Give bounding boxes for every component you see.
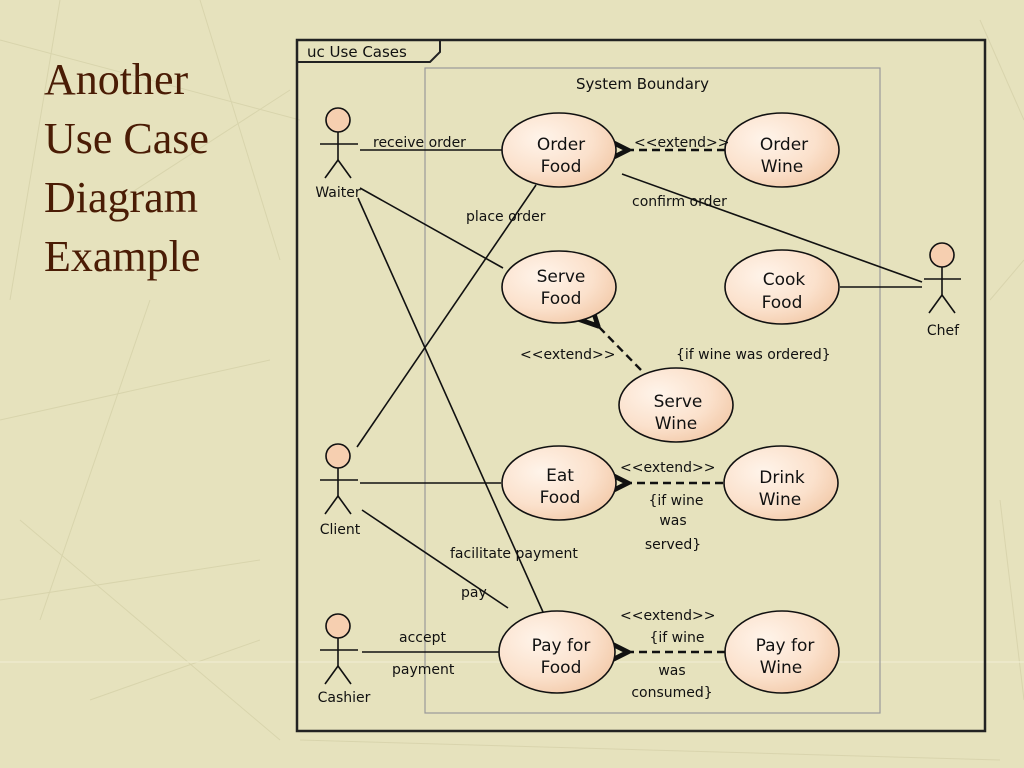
association-client-order-food: [356, 184, 537, 448]
condition-drink-wine-line: served}: [645, 537, 701, 553]
svg-text:Serve: Serve: [537, 267, 586, 287]
svg-text:Food: Food: [762, 293, 803, 313]
use-case-order-wine: Order Wine: [724, 112, 840, 188]
slide-title-line: Diagram: [44, 173, 198, 222]
condition-serve-wine: {if wine was ordered}: [676, 347, 831, 363]
label-receive-order: receive order: [373, 135, 466, 151]
actor-label-client: Client: [320, 522, 361, 538]
stereotype-extend-order-wine: <<extend>>: [634, 135, 729, 151]
system-boundary-label: System Boundary: [576, 75, 709, 93]
association-client-pay-food: [361, 509, 509, 609]
stereotype-extend-pay-wine: <<extend>>: [620, 608, 715, 624]
svg-text:Wine: Wine: [760, 658, 802, 678]
actor-label-cashier: Cashier: [318, 690, 371, 706]
condition-pay-wine-line: consumed}: [631, 685, 712, 701]
frame-label: uc Use Cases: [307, 43, 407, 61]
use-case-cook-food: Cook Food: [724, 249, 840, 325]
label-place-order: place order: [466, 209, 546, 225]
slide-title: Another Use Case Diagram Example: [44, 50, 284, 286]
svg-text:Pay for: Pay for: [756, 636, 815, 656]
condition-pay-wine-line: {if wine: [649, 630, 704, 646]
actor-label-chef: Chef: [927, 323, 960, 339]
slide-title-line: Example: [44, 232, 201, 281]
use-case-pay-for-wine: Pay for Wine: [724, 610, 840, 694]
label-confirm-order: confirm order: [632, 194, 727, 210]
use-case-serve-food: Serve Food: [501, 250, 617, 324]
system-boundary: [424, 67, 881, 714]
svg-text:Eat: Eat: [546, 466, 574, 486]
stereotype-extend-drink-wine: <<extend>>: [620, 460, 715, 476]
label-pay: pay: [461, 585, 487, 601]
association-chef-order-food: [621, 173, 923, 283]
diagram-frame: [295, 38, 987, 733]
svg-text:Pay for: Pay for: [532, 636, 591, 656]
label-accept: accept: [399, 630, 446, 646]
svg-text:Order: Order: [537, 135, 585, 155]
use-case-drink-wine: Drink Wine: [723, 445, 839, 521]
svg-text:Wine: Wine: [761, 157, 803, 177]
frame-label-tab: [297, 40, 441, 63]
actor-chef: [924, 242, 961, 314]
association-waiter-pay-food: [357, 197, 544, 613]
svg-text:Wine: Wine: [655, 414, 697, 434]
svg-text:Food: Food: [540, 488, 581, 508]
actor-client: [320, 443, 358, 515]
association-waiter-serve-food: [359, 187, 504, 269]
label-payment: payment: [392, 662, 455, 678]
actor-cashier: [320, 613, 358, 685]
svg-text:Wine: Wine: [759, 490, 801, 510]
svg-text:Cook: Cook: [763, 270, 806, 290]
slide-title-line: Use Case: [44, 114, 209, 163]
use-case-order-food: Order Food: [501, 112, 617, 188]
actor-waiter: [320, 107, 358, 179]
label-facilitate-payment: facilitate payment: [450, 546, 578, 562]
condition-drink-wine-line: {if wine: [648, 493, 703, 509]
svg-text:Serve: Serve: [654, 392, 703, 412]
svg-text:Food: Food: [541, 289, 582, 309]
condition-drink-wine-line: was: [659, 513, 686, 529]
condition-pay-wine-line: was: [658, 663, 685, 679]
svg-text:Order: Order: [760, 135, 808, 155]
slide-title-line: Another: [44, 55, 189, 104]
use-case-pay-for-food: Pay for Food: [498, 610, 616, 694]
svg-text:Food: Food: [541, 658, 582, 678]
svg-text:Drink: Drink: [759, 468, 805, 488]
use-case-serve-wine: Serve Wine: [618, 367, 734, 443]
svg-text:Food: Food: [541, 157, 582, 177]
actor-label-waiter: Waiter: [315, 185, 361, 201]
extend-arrow-serve-wine: [598, 326, 642, 371]
stereotype-extend-serve-wine: <<extend>>: [520, 347, 615, 363]
use-case-eat-food: Eat Food: [501, 445, 617, 521]
